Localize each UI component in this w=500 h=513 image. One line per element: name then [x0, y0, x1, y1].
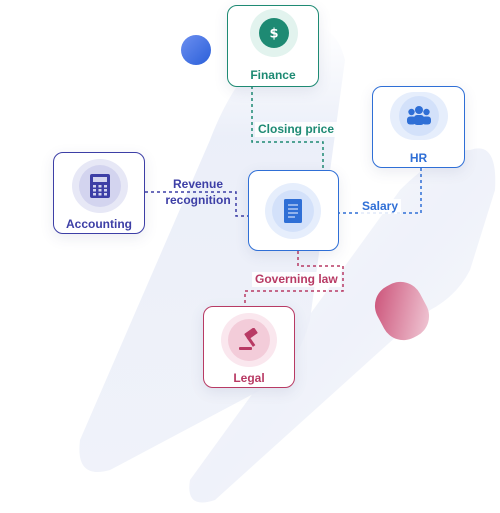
edge-label-salary: Salary — [359, 199, 402, 214]
node-finance-label: Finance — [250, 68, 296, 82]
dollar-icon: $ — [259, 18, 289, 48]
decorative-pink-pill — [374, 281, 430, 341]
node-accounting[interactable]: Accounting — [53, 152, 145, 234]
decorative-blue-dot — [181, 35, 211, 65]
edge-label-revenue-line2: recognition — [165, 193, 231, 207]
node-center-document[interactable] — [248, 170, 339, 251]
node-hr[interactable]: HR — [372, 86, 465, 168]
connector-accounting — [145, 191, 248, 217]
edge-label-governing-law: Governing law — [252, 272, 341, 287]
edge-label-closing-price: Closing price — [255, 122, 338, 137]
connector-legal — [244, 251, 344, 306]
background-band — [189, 148, 496, 503]
edge-label-revenue-line1: Revenue — [172, 177, 224, 191]
node-finance[interactable]: $ Finance — [227, 5, 319, 87]
node-legal-label: Legal — [233, 371, 265, 385]
people-icon — [399, 96, 439, 136]
connector-hr — [339, 168, 422, 214]
calculator-icon — [79, 165, 121, 207]
node-hr-label: HR — [409, 151, 428, 165]
node-accounting-label: Accounting — [66, 217, 132, 231]
document-icon — [272, 190, 314, 232]
edge-label-revenue-recognition: Revenue recognition — [162, 176, 234, 208]
gavel-icon — [228, 319, 270, 361]
connector-finance — [251, 86, 324, 170]
node-legal[interactable]: Legal — [203, 306, 295, 388]
svg-text:$: $ — [269, 27, 278, 42]
